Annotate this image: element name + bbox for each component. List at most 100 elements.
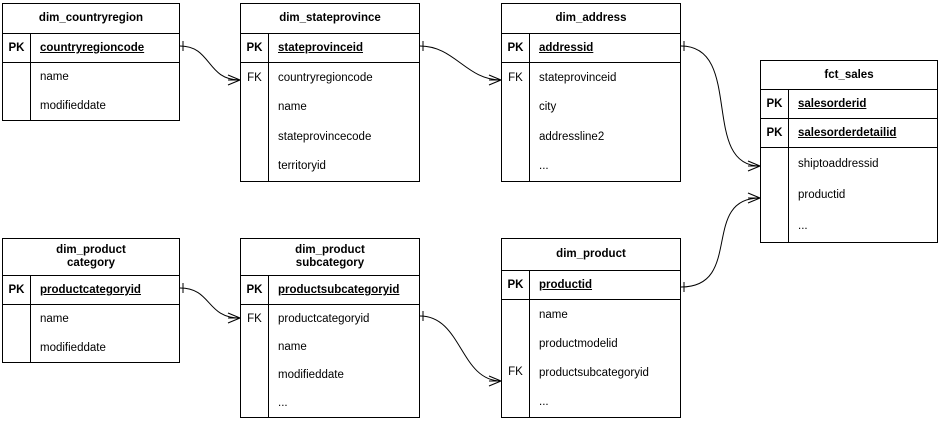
relationship-productcategory-to-subcategory[interactable] — [179, 283, 241, 324]
attribute-list: shiptoaddressid productid... — [789, 148, 937, 242]
entity-title-dim_address: dim_address — [502, 4, 680, 34]
fk-marker: FK — [508, 366, 523, 378]
relationship-line — [179, 45, 241, 81]
relationship-line — [419, 45, 502, 81]
attribute-row[interactable]: productid — [798, 188, 846, 201]
foreign-key-marker-column: FK — [502, 300, 530, 417]
attribute-row[interactable]: modifieddate — [40, 341, 106, 354]
attribute-row[interactable]: name — [278, 341, 307, 353]
relationship-stateprovince-to-address[interactable] — [419, 41, 502, 86]
attributes-block: FK stateprovinceid city addressline2... — [502, 63, 680, 181]
foreign-key-marker-column: FK — [241, 63, 269, 181]
attribute-row[interactable]: territoryid — [278, 160, 326, 173]
relationship-line — [680, 197, 761, 288]
key-row[interactable]: PK salesorderdetailid — [761, 119, 937, 148]
key-attribute-name: salesorderdetailid — [798, 127, 897, 139]
key-attribute-name: stateprovinceid — [278, 42, 363, 54]
key-attribute-name: countryregioncode — [40, 42, 145, 54]
attribute-row[interactable]: modifieddate — [278, 369, 344, 381]
cardinality-many-marker — [488, 74, 502, 86]
attribute-list: name modifieddate — [31, 63, 179, 120]
entity-title-dim_stateprovince: dim_stateprovince — [241, 4, 419, 34]
attributes-block: name modifieddate — [3, 305, 179, 362]
attribute-row[interactable]: stateprovinceid — [539, 71, 617, 84]
key-attribute-name: productid — [539, 279, 593, 291]
cardinality-many-marker — [227, 74, 241, 86]
attribute-row[interactable]: ... — [539, 395, 549, 408]
fk-marker: FK — [247, 72, 262, 84]
attribute-row[interactable]: modifieddate — [40, 99, 106, 112]
key-marker: PK — [3, 34, 31, 62]
key-marker: PK — [502, 34, 530, 62]
relationship-address-to-fctsales[interactable] — [680, 41, 761, 172]
entity-title-dim_countryregion: dim_countryregion — [3, 4, 179, 34]
attribute-row[interactable]: ... — [539, 160, 549, 173]
relationship-countryregion-to-stateprovince[interactable] — [179, 41, 241, 86]
attribute-list: stateprovinceid city addressline2... — [530, 63, 680, 181]
foreign-key-marker-column: FK — [502, 63, 530, 181]
attribute-row[interactable]: city — [539, 101, 557, 114]
attribute-list: name modifieddate — [31, 305, 179, 362]
entity-title-line: dim_product — [295, 244, 365, 256]
attribute-row[interactable]: stateprovincecode — [278, 130, 372, 143]
attribute-row[interactable]: countryregioncode — [278, 71, 373, 84]
attribute-row[interactable]: shiptoaddressid — [798, 157, 879, 170]
attribute-row[interactable]: name — [40, 71, 69, 84]
attribute-row[interactable]: productmodelid — [539, 337, 618, 350]
key-attribute-name: addressid — [539, 42, 594, 54]
key-attribute-name: productsubcategoryid — [278, 284, 400, 296]
attribute-row[interactable]: addressline2 — [539, 130, 605, 143]
attributes-block: FK countryregioncode name stateprovincecode… — [241, 63, 419, 181]
attribute-row[interactable]: name — [539, 308, 568, 321]
key-marker: PK — [241, 34, 269, 62]
key-marker: PK — [241, 276, 269, 304]
attributes-block: name modifieddate — [3, 63, 179, 120]
attribute-row[interactable]: ... — [798, 220, 808, 233]
foreign-key-marker-column: FK — [241, 305, 269, 417]
attribute-row[interactable]: ... — [278, 397, 288, 409]
attribute-list: name productmodelid productsubcategoryid..… — [530, 300, 680, 417]
foreign-key-marker-column — [3, 63, 31, 120]
key-row[interactable]: PK productsubcategoryid — [241, 276, 419, 305]
cardinality-many-marker — [747, 160, 761, 172]
entity-title-line: dim_address — [555, 12, 627, 24]
attribute-row[interactable]: productcategoryid — [278, 313, 370, 325]
relationship-subcategory-to-product[interactable] — [419, 311, 502, 387]
key-marker: PK — [761, 119, 789, 147]
key-row[interactable]: PK addressid — [502, 34, 680, 63]
key-row[interactable]: PK countryregioncode — [3, 34, 179, 63]
entity-title-fct_sales: fct_sales — [761, 61, 937, 90]
cardinality-many-marker — [227, 312, 241, 324]
attribute-list: countryregioncode name stateprovincecode te… — [269, 63, 419, 181]
attribute-row[interactable]: name — [278, 101, 307, 114]
cardinality-many-marker — [488, 375, 502, 387]
key-marker: PK — [761, 90, 789, 118]
key-row[interactable]: PK stateprovinceid — [241, 34, 419, 63]
attributes-block: shiptoaddressid productid... — [761, 148, 937, 242]
relationship-line — [680, 45, 761, 167]
entity-title-line: category — [67, 257, 115, 269]
relationship-product-to-fctsales[interactable] — [680, 192, 761, 292]
attribute-row[interactable]: productsubcategoryid — [539, 366, 649, 379]
key-marker: PK — [3, 276, 31, 304]
foreign-key-marker-column — [3, 305, 31, 362]
entity-title-line: fct_sales — [824, 68, 874, 81]
fk-marker: FK — [247, 313, 262, 325]
relationship-line — [419, 315, 502, 382]
cardinality-many-marker — [747, 192, 761, 204]
entity-title-dim_product: dim_product — [502, 239, 680, 271]
attribute-row[interactable]: name — [40, 313, 69, 326]
